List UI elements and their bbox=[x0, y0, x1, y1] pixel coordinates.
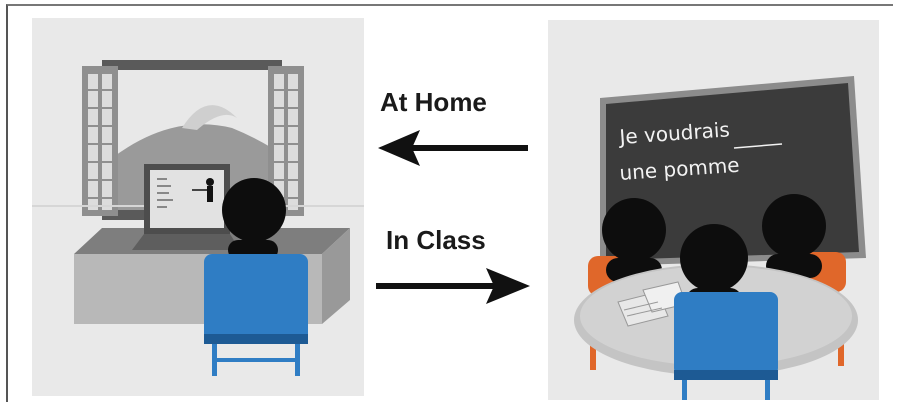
front-student-head bbox=[680, 224, 748, 292]
left-shutter bbox=[82, 66, 118, 216]
in-class-scene: Je voudrais une pomme bbox=[548, 20, 879, 400]
arrow-right-icon bbox=[374, 266, 530, 306]
blue-chair-class bbox=[674, 292, 778, 400]
student-at-home bbox=[222, 178, 286, 260]
in-class-illustration: Je voudrais une pomme bbox=[548, 20, 879, 400]
arrow-left-icon bbox=[378, 128, 530, 168]
student-head bbox=[222, 178, 286, 242]
classmate-1-head bbox=[602, 198, 666, 262]
at-home-label: At Home bbox=[380, 87, 487, 118]
at-home-scene bbox=[32, 18, 364, 396]
laptop-keyboard bbox=[132, 234, 240, 250]
classmate-2-head bbox=[762, 194, 826, 258]
blue-chair bbox=[204, 254, 308, 376]
at-home-illustration bbox=[32, 18, 364, 396]
in-class-label: In Class bbox=[386, 225, 486, 256]
teacher-on-screen bbox=[206, 178, 214, 186]
